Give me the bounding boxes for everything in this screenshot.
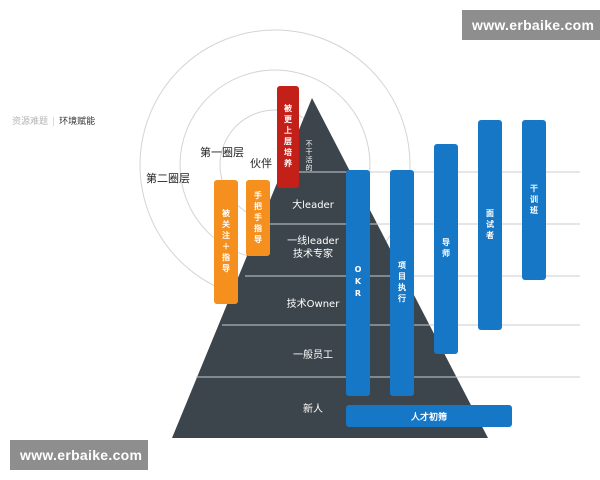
- note-no-work: 不干活的: [305, 140, 313, 172]
- breadcrumb-separator: |: [52, 117, 56, 127]
- watermark-bottom: www.erbaike.com: [10, 440, 148, 470]
- bar-project-execution: 项目执行: [390, 170, 414, 396]
- bar-cadre-training: 干训班: [522, 120, 546, 280]
- bar-upper-cultivation: 被更上层培养: [277, 86, 299, 188]
- level-big-leader: 大leader: [292, 200, 334, 211]
- breadcrumb-current: 环境赋能: [59, 117, 96, 127]
- ring-label-partner: 伙伴: [250, 157, 272, 170]
- bar-okr: OKR: [346, 170, 370, 396]
- ring-label-second: 第二圈层: [146, 172, 190, 185]
- level-general-staff: 一般员工: [293, 350, 333, 361]
- bar-attention-guidance: 被关注＋指导: [214, 180, 238, 304]
- bar-talent-screening: 人才初筛: [346, 405, 512, 427]
- level-tech-owner: 技术Owner: [286, 299, 340, 310]
- bar-hands-on-guidance: 手把手指导: [246, 180, 270, 256]
- watermark-top: www.erbaike.com: [462, 10, 600, 40]
- level-frontline-leader: 一线leader 技术专家: [287, 236, 339, 260]
- level-newcomer: 新人: [303, 404, 323, 415]
- ring-label-first: 第一圈层: [200, 146, 244, 159]
- breadcrumb: 资源难题|环境赋能: [12, 114, 95, 127]
- breadcrumb-parent[interactable]: 资源难题: [12, 117, 49, 127]
- bar-mentor: 导师: [434, 144, 458, 354]
- bar-interviewer: 面试者: [478, 120, 502, 330]
